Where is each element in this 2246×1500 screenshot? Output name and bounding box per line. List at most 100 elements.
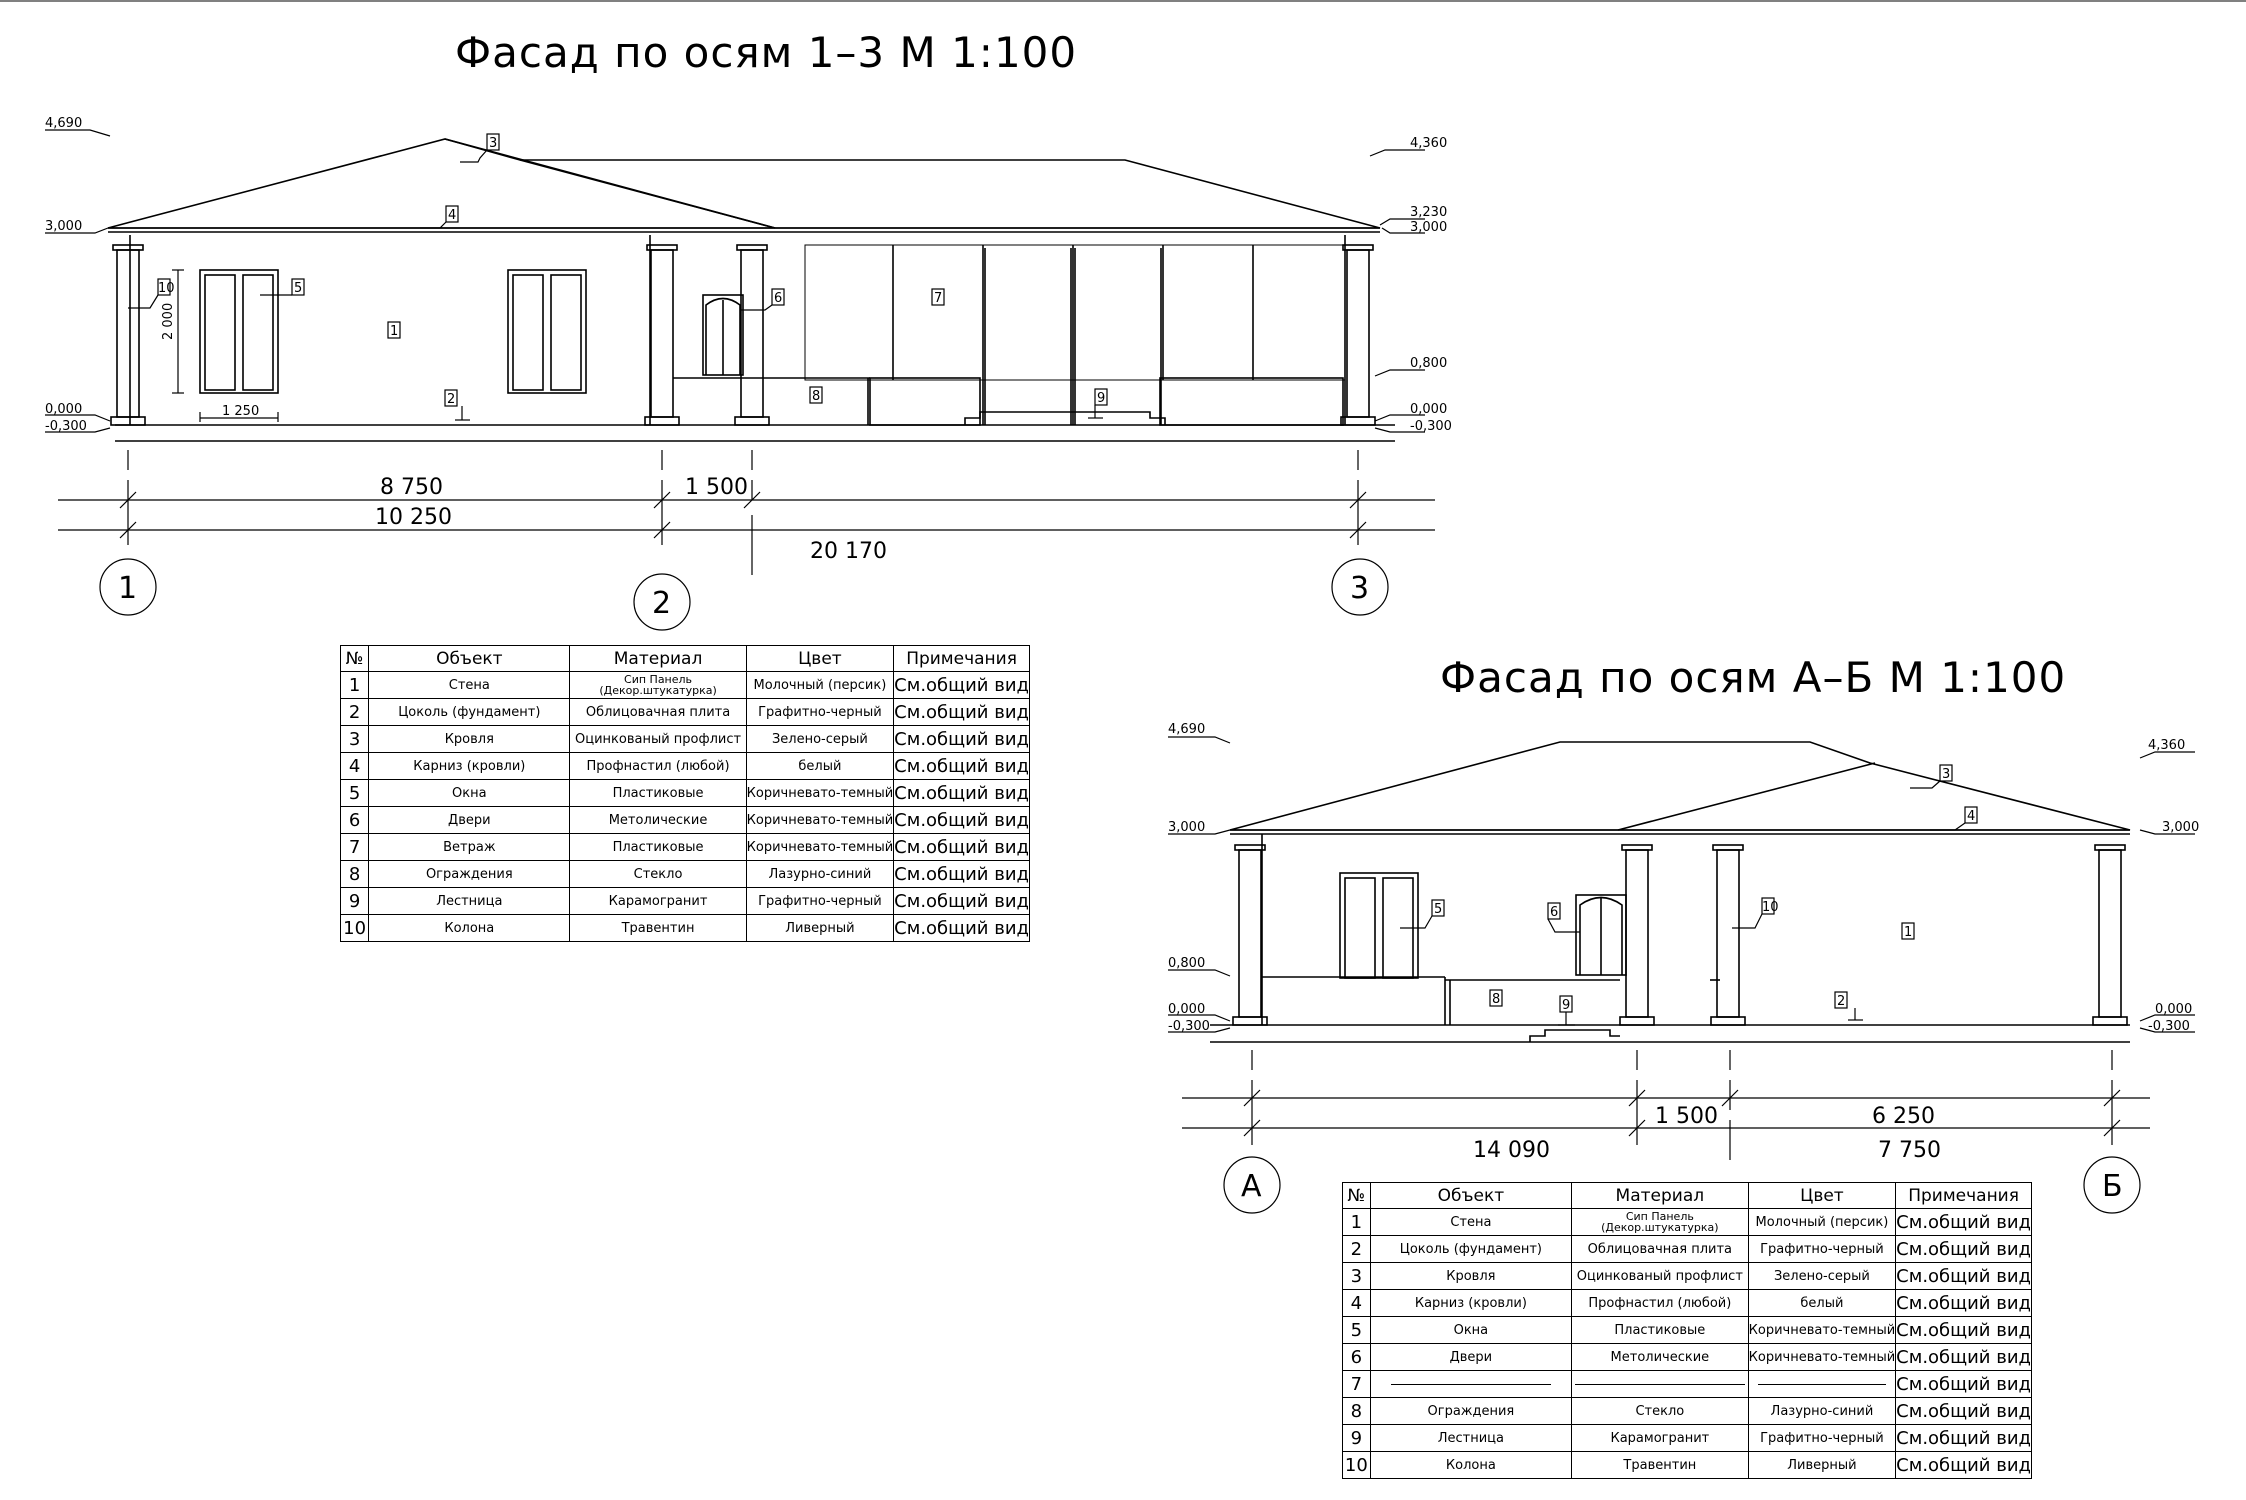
f2-level-0800: 0,800 [1168,956,1205,971]
cell-color: Молочный (персик) [1747,1208,1897,1236]
cell-object: Кровля [1369,1262,1573,1290]
f1-callout-5: 5 [294,281,302,296]
col-object: Объект [368,645,571,672]
cell-object: Окна [1369,1316,1573,1344]
cell-material: Сип Панель (Декор.штукатурка) [569,671,747,699]
cell-material: Травентин [1571,1451,1749,1479]
cell-color: Коричневато-темный [745,806,895,834]
cell-note: См.общий вид [1895,1316,2032,1344]
cell-material: Профнастил (любой) [569,752,747,780]
cell-color: Ливерный [745,914,895,942]
cell-num: 5 [1342,1316,1371,1344]
f1-callout-7: 7 [934,291,942,306]
f2-callout-10: 10 [1762,900,1779,915]
f2-callout-2: 2 [1837,994,1845,1009]
cell-color-blank [1747,1370,1897,1398]
cell-note: См.общий вид [1895,1397,2032,1425]
cell-note: См.общий вид [1895,1451,2032,1479]
cell-object: Ограждения [1369,1397,1573,1425]
col-object: Объект [1369,1182,1573,1209]
facade-2-dimensions [1182,1050,2150,1214]
cell-color: Зелено-серый [1747,1262,1897,1290]
f1-level-3230: 3,230 [1410,205,1447,220]
cell-num: 7 [339,833,370,861]
cell-object: Ветраж [368,833,571,861]
cell-color: Графитно-черный [745,698,895,726]
cell-num: 10 [339,914,370,942]
cell-note: См.общий вид [893,752,1030,780]
cell-note: См.общий вид [893,887,1030,915]
f2-callout-6: 6 [1550,905,1558,920]
f1-dim-1500: 1 500 [685,475,748,500]
f2-axis-b: Б [2102,1169,2123,1204]
cell-object-blank [1369,1370,1573,1398]
f2-level-4690: 4,690 [1168,722,1205,737]
table-header-row: № Объект Материал Цвет Примечания [1342,1182,2032,1209]
col-material: Материал [1571,1182,1749,1209]
cell-note: См.общий вид [1895,1370,2032,1398]
f1-level-0000-right: 0,000 [1410,402,1447,417]
f1-window-width: 1 250 [222,404,259,419]
table-header-row: № Объект Материал Цвет Примечания [339,645,1030,672]
facade-1-level-marks [45,129,1425,433]
facade-2-level-marks [1168,736,2195,1033]
cell-material: Стекло [569,860,747,888]
col-color: Цвет [1747,1182,1897,1209]
cell-object: Стена [368,671,571,699]
f1-dim-10250: 10 250 [375,505,452,530]
facade-1-elevation [107,138,1395,442]
facade-2-columns [1232,844,2128,1026]
cell-material: Стекло [1571,1397,1749,1425]
cell-note: См.общий вид [1895,1208,2032,1236]
cell-object: Колона [368,914,571,942]
cell-object: Окна [368,779,571,807]
f2-axis-a: А [1241,1169,1262,1204]
cell-num: 7 [1342,1370,1371,1398]
f2-callout-4: 4 [1967,809,1975,824]
f1-level-0000: 0,000 [45,402,82,417]
f1-callout-3: 3 [489,136,497,151]
cell-note: См.общий вид [1895,1343,2032,1371]
cell-material-blank [1571,1370,1749,1398]
cell-num: 3 [339,725,370,753]
f1-level-0300-right: -0,300 [1410,419,1452,434]
cell-material: Пластиковые [569,833,747,861]
cell-color: Графитно-черный [1747,1235,1897,1263]
cell-object: Стена [1369,1208,1573,1236]
cell-color: Коричневато-темный [745,779,895,807]
f2-callout-8: 8 [1492,992,1500,1007]
f2-level-0300: -0,300 [1168,1019,1210,1034]
cell-material: Пластиковые [1571,1316,1749,1344]
cell-color: Графитно-черный [745,887,895,915]
cell-note: См.общий вид [893,806,1030,834]
cell-num: 9 [339,887,370,915]
f1-dim-8750: 8 750 [380,475,443,500]
cell-object: Ограждения [368,860,571,888]
cell-object: Карниз (кровли) [368,752,571,780]
f1-level-3000: 3,000 [45,219,82,234]
cell-note: См.общий вид [893,779,1030,807]
cell-material: Профнастил (любой) [1571,1289,1749,1317]
cell-note: См.общий вид [1895,1424,2032,1452]
f1-dim-20170: 20 170 [810,539,887,564]
f2-dim-6250: 6 250 [1872,1104,1935,1129]
cell-num: 1 [339,671,370,699]
cell-color: Зелено-серый [745,725,895,753]
cell-object: Лестница [1369,1424,1573,1452]
cell-material: Карамогранит [1571,1424,1749,1452]
cell-material: Облицовачная плита [569,698,747,726]
f1-window-height: 2 000 [161,303,176,340]
f2-level-4360: 4,360 [2148,738,2185,753]
